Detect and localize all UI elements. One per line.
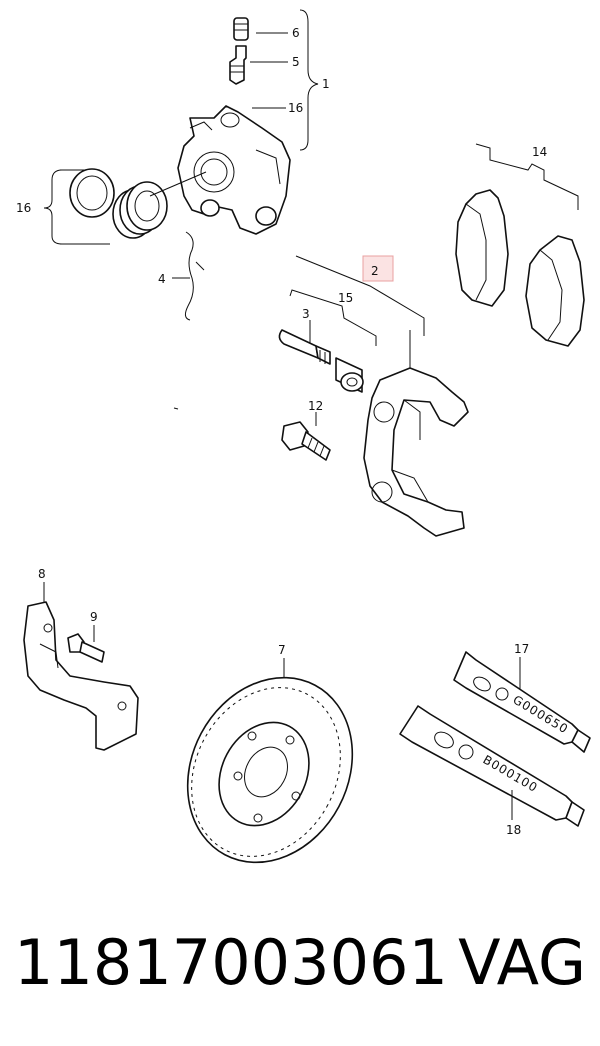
callout-1: 1 — [322, 77, 330, 91]
callout-18: 18 — [506, 823, 521, 837]
carrier-group: 2 — [295, 255, 469, 537]
callout-9: 9 — [90, 610, 98, 624]
callout-16-top: 16 — [288, 101, 303, 115]
caliper-assembly: 1 6 5 16 — [177, 9, 330, 235]
seal-kit: 16 — [16, 168, 207, 245]
callout-6: 6 — [292, 26, 300, 40]
callout-2-highlight — [362, 255, 394, 282]
callout-16-left: 16 — [16, 201, 31, 215]
callout-4: 4 — [158, 272, 166, 286]
brake-parts-diagram: 1 6 5 16 16 — [16, 9, 591, 864]
callout-17: 17 — [514, 642, 529, 656]
caption-bar: 11817003061 VAG — [0, 918, 600, 1028]
bolt-12: 12 — [281, 399, 331, 461]
callout-15: 15 — [338, 291, 353, 305]
callout-7: 7 — [278, 643, 286, 657]
brake-pads: 14 — [455, 143, 585, 347]
callout-2: 2 — [371, 264, 379, 278]
callout-14: 14 — [532, 145, 547, 159]
callout-12: 12 — [308, 399, 323, 413]
brand-name: VAG — [458, 926, 586, 999]
spring-clip: 4 — [158, 231, 205, 321]
guide-pin-and-sleeve: 15 3 — [278, 289, 377, 393]
grease-tube-17: 17 G000650 — [453, 642, 591, 753]
callout-8: 8 — [38, 567, 46, 581]
part-number: 11817003061 — [14, 926, 448, 999]
callout-3: 3 — [302, 307, 310, 321]
brake-disc: 7 — [186, 643, 354, 864]
splash-plate: 8 9 — [23, 567, 139, 751]
callout-5: 5 — [292, 55, 300, 69]
